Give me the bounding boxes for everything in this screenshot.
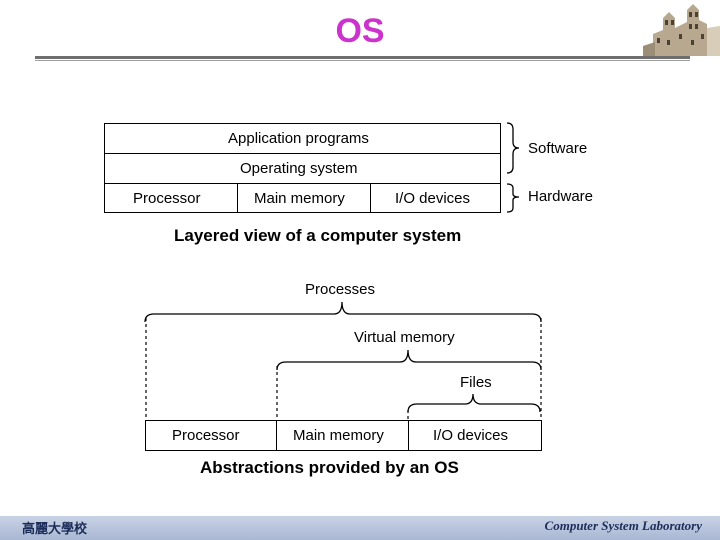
processor-label: Processor: [133, 190, 201, 207]
layered-view-caption: Layered view of a computer system: [174, 226, 462, 245]
operating-system-label: Operating system: [240, 160, 358, 177]
hardware-label: Hardware: [528, 188, 594, 205]
slide-title: OS: [335, 12, 385, 50]
abstraction-dashed-guides: [145, 318, 542, 420]
software-brace: [506, 122, 520, 174]
processes-brace: [144, 301, 542, 323]
lab-name: Computer System Laboratory: [544, 518, 702, 533]
hardware-brace: [506, 183, 520, 213]
title-divider: [35, 56, 690, 59]
virtual-memory-label: Virtual memory: [354, 329, 455, 346]
files-brace: [407, 393, 541, 413]
abstractions-caption: Abstractions provided by an OS: [200, 458, 459, 477]
virtual-memory-brace: [276, 349, 542, 371]
application-programs-label: Application programs: [228, 130, 369, 147]
title-divider-shadow: [35, 60, 690, 61]
university-name: 高麗大學校: [22, 522, 88, 537]
main-memory-cell: [237, 183, 371, 213]
main-memory-label: Main memory: [254, 190, 345, 207]
io-devices-label: I/O devices: [395, 190, 471, 207]
university-building-image: [643, 0, 720, 56]
files-label: Files: [460, 374, 492, 391]
processes-label: Processes: [305, 281, 376, 298]
software-label: Software: [528, 140, 588, 157]
abstraction-main-memory-cell: [276, 420, 409, 451]
abstraction-main-memory-label: Main memory: [293, 427, 384, 444]
abstraction-processor-label: Processor: [172, 427, 240, 444]
footer-bar: [0, 516, 720, 540]
abstraction-io-devices-label: I/O devices: [433, 427, 509, 444]
